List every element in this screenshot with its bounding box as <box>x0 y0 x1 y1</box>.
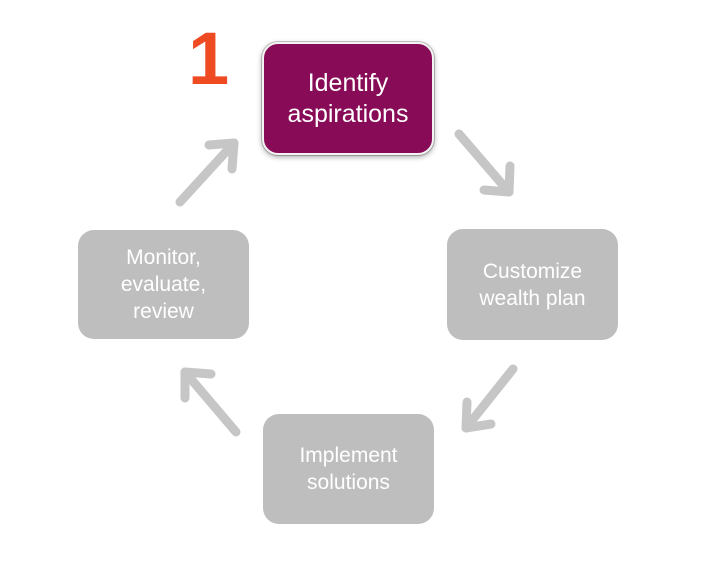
step-customize-wealth-plan[interactable]: Customize wealth plan <box>447 229 618 340</box>
step-identify-aspirations[interactable]: Identify aspirations <box>262 42 434 155</box>
step-number: 1 <box>188 17 230 100</box>
arrow-left-down-icon <box>461 364 518 433</box>
arrow-right-down-icon <box>454 129 515 197</box>
arrow-right-up-icon <box>175 138 239 207</box>
step-monitor-evaluate-review[interactable]: Monitor, evaluate, review <box>78 230 249 339</box>
arrow-left-up-icon <box>180 367 241 437</box>
step-implement-solutions[interactable]: Implement solutions <box>263 414 434 524</box>
